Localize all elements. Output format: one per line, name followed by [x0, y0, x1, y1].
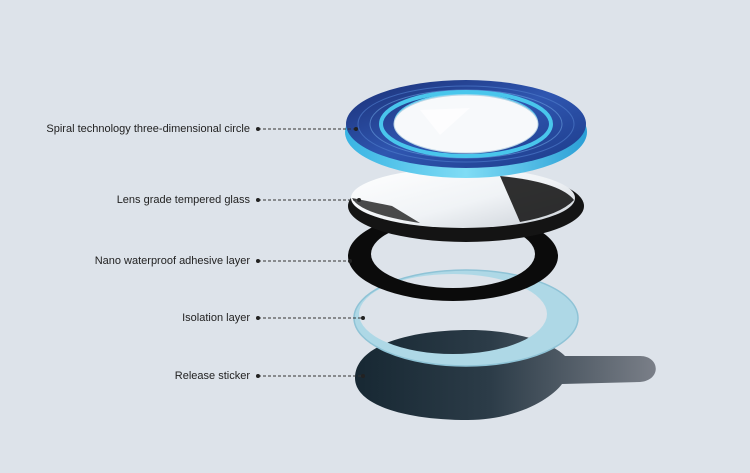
leader-dots — [256, 127, 365, 378]
label-isolation-layer: Isolation layer — [182, 312, 250, 324]
label-tempered-glass: Lens grade tempered glass — [116, 194, 250, 206]
dot-adhesive-left — [256, 259, 260, 263]
dot-spiral-ring-right — [354, 127, 358, 131]
dot-sticker-left — [256, 374, 260, 378]
label-release-sticker: Release sticker — [174, 370, 250, 382]
label-spiral-ring: Spiral technology three-dimensional circ… — [46, 123, 250, 135]
label-adhesive-layer: Nano waterproof adhesive layer — [94, 255, 250, 267]
tempered-glass-shape — [348, 168, 584, 242]
dot-isolation-right — [361, 316, 365, 320]
leader-lines — [258, 128, 362, 377]
dot-glass-right — [357, 198, 361, 202]
dot-sticker-right — [361, 374, 365, 378]
dot-glass-left — [256, 198, 260, 202]
dot-adhesive-right — [348, 259, 352, 263]
dot-isolation-left — [256, 316, 260, 320]
spiral-ring-shape — [345, 80, 587, 178]
dot-spiral-ring-left — [256, 127, 260, 131]
